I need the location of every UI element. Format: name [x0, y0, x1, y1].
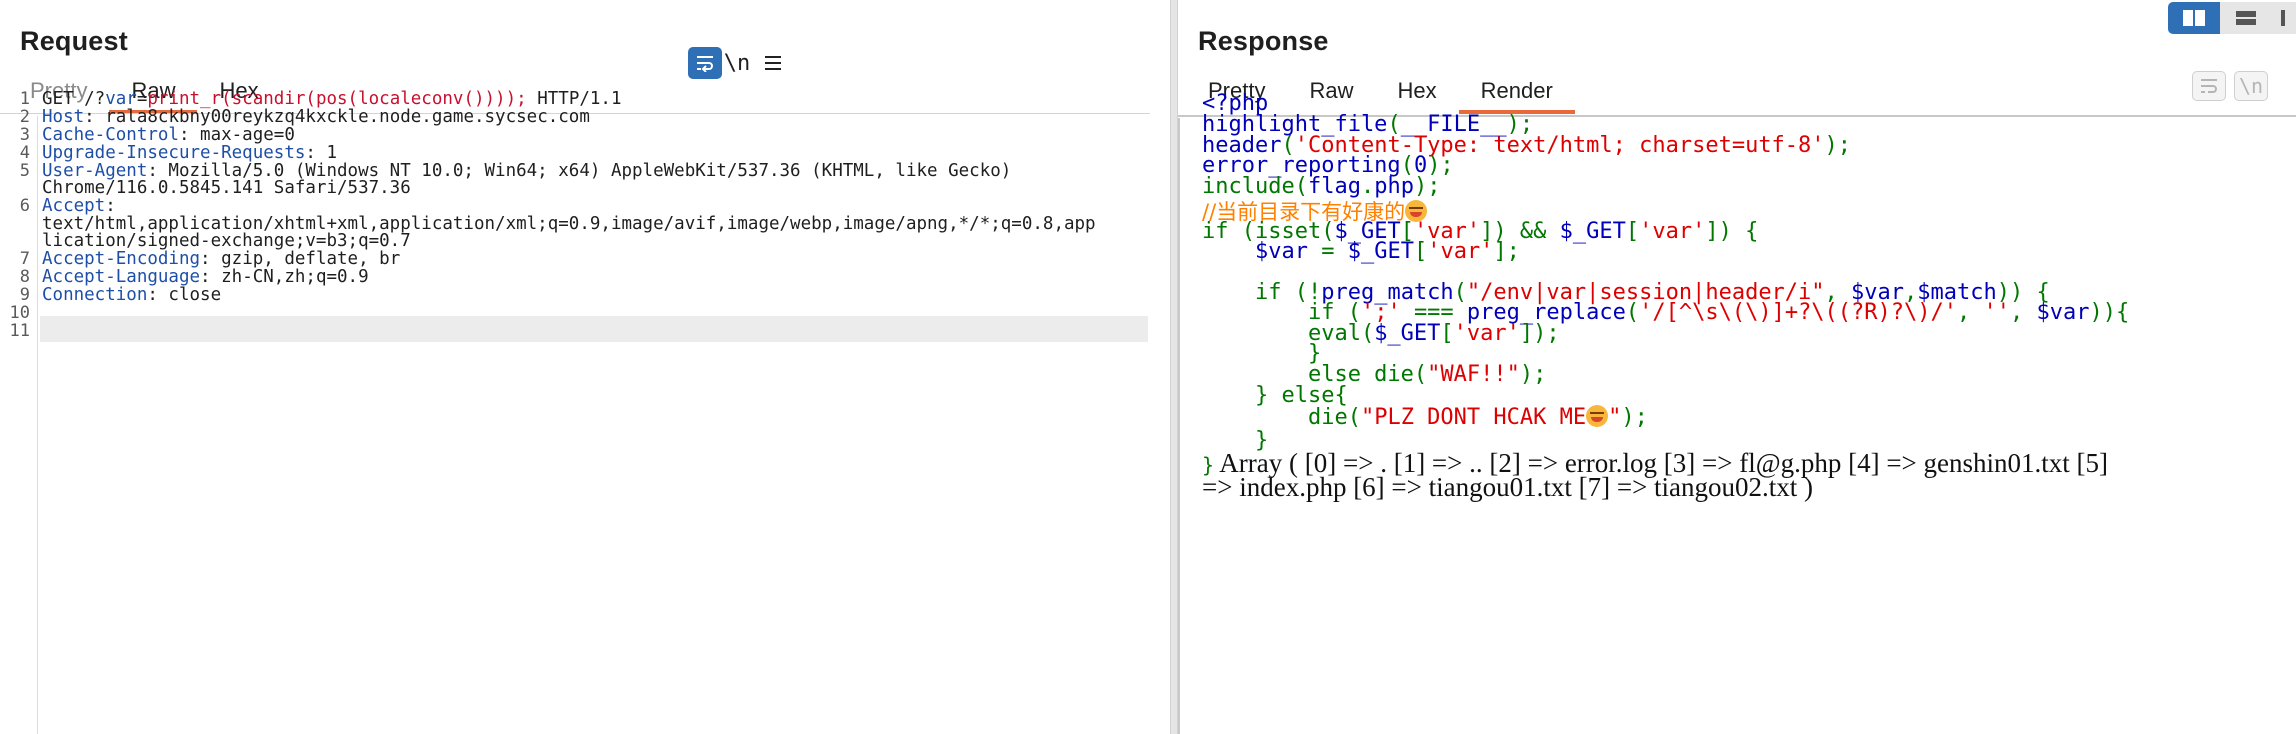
tab-hex[interactable]: Hex: [1397, 78, 1437, 103]
header-accept-cont: lication/signed-exchange;v=b3;q=0.7: [42, 231, 411, 251]
source-line: if (';' === preg_replace('/[^\s\(\)]+?\(…: [1202, 300, 2130, 325]
wrap-lines-icon: [697, 56, 713, 72]
newline-toggle-button[interactable]: \n: [720, 47, 754, 79]
smile-emoji-icon: [1405, 200, 1428, 222]
response-render-view[interactable]: <?php highlight_file(__FILE__); header('…: [1178, 91, 2296, 734]
source-line: if (!preg_match("/env|var|session|header…: [1202, 280, 2050, 305]
newline-toggle-button[interactable]: \n: [2234, 71, 2268, 101]
source-line: } else{: [1202, 383, 1348, 408]
header-host: Host: rala8ckbny00reykzq4kxckle.node.gam…: [42, 107, 590, 127]
tab-render[interactable]: Render: [1458, 72, 1575, 114]
request-tab-divider: [0, 113, 1150, 114]
source-line: error_reporting(0);: [1202, 153, 1454, 178]
line-number: 11: [9, 321, 30, 341]
header-accept-encoding: Accept-Encoding: gzip, deflate, br: [42, 249, 401, 269]
tab-hex[interactable]: Hex: [219, 78, 259, 103]
newline-label: \n: [2238, 74, 2264, 98]
source-line: die("PLZ DONT HCAK ME");: [1202, 405, 1648, 430]
header-accept-language: Accept-Language: zh-CN,zh;q=0.9: [42, 267, 369, 287]
header-upgrade-insecure: Upgrade-Insecure-Requests: 1: [42, 143, 338, 163]
array-output-cont: => index.php [6] => tiangou01.txt [7] =>…: [1202, 472, 1814, 502]
header-user-agent-cont: Chrome/116.0.5845.141 Safari/537.36: [42, 178, 411, 198]
request-tabs: Pretty Raw Hex: [8, 72, 281, 114]
response-title: Response: [1198, 26, 1329, 56]
tab-pretty[interactable]: Pretty: [30, 78, 88, 103]
split-view-icon: [2183, 10, 2205, 26]
tab-pretty[interactable]: Pretty: [1208, 78, 1266, 103]
current-line-highlight[interactable]: [40, 316, 1148, 342]
request-editor[interactable]: 1 2 3 4 5 6 7 8 9 10 11 GET /?var=print_…: [0, 89, 1150, 734]
source-line: <?php: [1202, 91, 1269, 116]
laugh-emoji-icon: [1586, 405, 1609, 427]
line-number: 7: [19, 249, 30, 269]
stacked-view-button[interactable]: [2220, 2, 2272, 34]
array-output: } Array ( [0] => . [1] => .. [2] => erro…: [1202, 448, 2108, 478]
response-tab-divider: [1178, 115, 2296, 117]
line-number: 5: [19, 161, 30, 181]
header-user-agent: User-Agent: Mozilla/5.0 (Windows NT 10.0…: [42, 161, 1012, 181]
line-number: 9: [19, 285, 30, 305]
line-number: 8: [19, 267, 30, 287]
hamburger-menu-icon: [765, 56, 781, 70]
newline-label: \n: [723, 50, 751, 76]
wrap-lines-button[interactable]: [688, 47, 722, 79]
source-line: header('Content-Type: text/html; charset…: [1202, 133, 1852, 158]
source-line: }: [1202, 428, 1269, 453]
stacked-view-icon: [2236, 11, 2256, 25]
response-tabs: Pretty Raw Hex Render: [1186, 72, 1575, 114]
tab-raw[interactable]: Raw: [109, 72, 198, 114]
line-number: 4: [19, 143, 30, 163]
single-view-button[interactable]: [2272, 2, 2296, 34]
header-connection: Connection: close: [42, 285, 222, 305]
single-view-icon: [2281, 10, 2285, 26]
request-title: Request: [20, 26, 128, 56]
header-cache-control: Cache-Control: max-age=0: [42, 125, 295, 145]
source-line: eval($_GET['var']);: [1202, 321, 1560, 346]
source-line: if (isset($_GET['var']) && $_GET['var'])…: [1202, 219, 1759, 244]
line-number: 2: [19, 107, 30, 127]
source-comment: //当前目录下有好康的: [1202, 196, 1428, 226]
line-number: 10: [9, 303, 30, 323]
split-view-button[interactable]: [2168, 2, 2220, 34]
response-pane: Response Pretty Raw Hex Render \n <?php …: [1178, 0, 2296, 734]
source-line: include(flag.php);: [1202, 174, 1441, 199]
header-accept-cont: text/html,application/xhtml+xml,applicat…: [42, 214, 1096, 234]
wrap-lines-button[interactable]: [2192, 71, 2226, 101]
line-number-gutter: 1 2 3 4 5 6 7 8 9 10 11: [0, 89, 38, 734]
source-line: highlight_file(__FILE__);: [1202, 112, 1534, 137]
tab-raw[interactable]: Raw: [1309, 78, 1354, 103]
wrap-lines-icon: [2201, 79, 2217, 93]
line-number: 6: [19, 196, 30, 216]
pane-splitter[interactable]: [1170, 0, 1178, 734]
request-line: GET /?var=print_r(scandir(pos(localeconv…: [42, 89, 622, 109]
header-accept: Accept:: [42, 196, 116, 216]
line-number: 1: [19, 89, 30, 109]
menu-button[interactable]: [756, 47, 790, 79]
source-line: $var = $_GET['var'];: [1202, 239, 1520, 264]
request-pane: Request Pretty Raw Hex \n 1 2 3 4 5 6 7 …: [0, 26, 1150, 734]
source-line: else die("WAF!!");: [1202, 362, 1547, 387]
layout-toggle: [2168, 2, 2296, 34]
line-number: 3: [19, 125, 30, 145]
source-line: }: [1202, 341, 1322, 366]
